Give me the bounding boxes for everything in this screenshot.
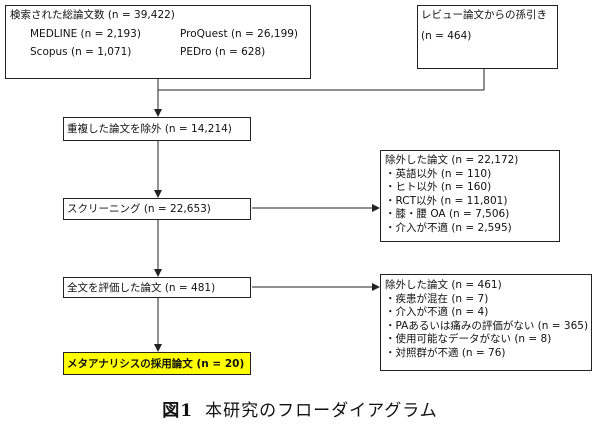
screen-excluded-box: 除外した論文 (n = 22,172) ・英語以外 (n = 110) ・ヒト以… (380, 150, 560, 242)
medline-count: MEDLINE (n = 2,193) (30, 28, 141, 40)
list-item: ・介入が不適 (n = 2,595) (385, 221, 512, 234)
list-item: ・膝・腰 OA (n = 7,506) (385, 208, 510, 221)
full-excluded-box: 除外した論文 (n = 461) ・疾患が混在 (n = 7) ・介入が不適 (… (380, 274, 592, 371)
identified-total: 検索された総論文数 (n = 39,422) (10, 9, 175, 21)
screen-excluded-header: 除外した論文 (n = 22,172) (385, 154, 519, 166)
list-item: ・RCT以外 (n = 11,801) (385, 194, 508, 207)
fulltext-label: 全文を評価した論文 (n = 481) (67, 282, 216, 294)
identified-box: 検索された総論文数 (n = 39,422) MEDLINE (n = 2,19… (5, 5, 311, 79)
list-item: ・ヒト以外 (n = 160) (385, 181, 492, 194)
list-item: ・PAあるいは痛みの評価がない (n = 365) (385, 319, 589, 332)
proquest-count: ProQuest (n = 26,199) (180, 28, 299, 40)
duplicates-label: 重複した論文を除外 (n = 14,214) (67, 123, 232, 135)
list-item: ・介入が不適 (n = 4) (385, 306, 489, 319)
figure-title: 本研究のフローダイアグラム (205, 401, 438, 421)
list-item: ・使用可能なデータがない (n = 8) (385, 333, 552, 346)
full-excluded-header: 除外した論文 (n = 461) (385, 279, 502, 291)
list-item: ・疾患が混在 (n = 7) (385, 292, 489, 305)
screening-box: スクリーニング (n = 22,653) (63, 198, 251, 220)
list-item: ・英語以外 (n = 110) (385, 167, 492, 180)
screening-label: スクリーニング (n = 22,653) (67, 203, 211, 215)
figure-number: 図1 (162, 401, 194, 421)
references-label: レビュー論文からの孫引き (421, 9, 547, 21)
screen-excluded-list: 除外した論文 (n = 22,172) ・英語以外 (n = 110) ・ヒト以… (385, 154, 518, 236)
figure-caption: 図1 本研究のフローダイアグラム (0, 396, 600, 421)
list-item: ・対照群が不適 (n = 76) (385, 346, 506, 359)
references-count: (n = 464) (421, 30, 472, 42)
pedro-count: PEDro (n = 628) (180, 46, 266, 58)
scopus-count: Scopus (n = 1,071) (30, 46, 132, 58)
duplicates-box: 重複した論文を除外 (n = 14,214) (63, 117, 251, 141)
included-label: メタアナリシスの採用論文 (n = 20) (67, 358, 245, 370)
full-excluded-list: 除外した論文 (n = 461) ・疾患が混在 (n = 7) ・介入が不適 (… (385, 279, 588, 361)
fulltext-box: 全文を評価した論文 (n = 481) (63, 277, 251, 298)
references-box: レビュー論文からの孫引き (n = 464) (417, 5, 558, 69)
included-box: メタアナリシスの採用論文 (n = 20) (63, 352, 251, 375)
